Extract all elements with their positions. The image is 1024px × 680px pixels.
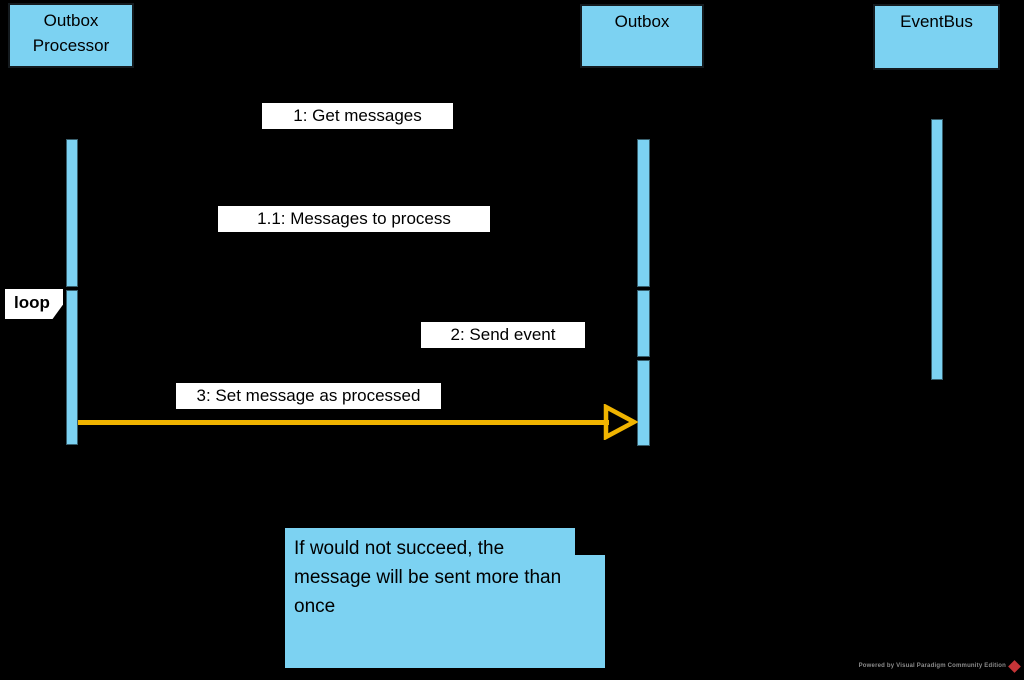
participant-label: Outbox Processor — [32, 11, 110, 55]
note-text: If would not succeed, the message will b… — [294, 538, 562, 617]
watermark: Powered by Visual Paradigm Community Edi… — [859, 658, 1022, 674]
participant-label: EventBus — [900, 12, 973, 31]
message-3-open-arrowhead-icon — [603, 404, 638, 440]
watermark-text: Powered by Visual Paradigm Community Edi… — [858, 663, 1006, 669]
note: If would not succeed, the message will b… — [285, 528, 605, 668]
message-label-1: 1: Get messages — [262, 103, 453, 129]
activation-bar-outbox-processor-segment-2 — [66, 290, 78, 445]
participant-box-outbox-processor: Outbox Processor — [8, 3, 134, 68]
participant-box-outbox: Outbox — [580, 4, 704, 68]
message-label-3: 3: Set message as processed — [176, 383, 441, 409]
visual-paradigm-logo-icon — [1008, 659, 1021, 673]
activation-bar-outbox-segment-2 — [637, 290, 650, 357]
activation-bar-outbox-processor-segment-1 — [66, 139, 78, 287]
activation-bar-eventbus — [931, 119, 943, 380]
activation-bar-outbox-segment-3 — [637, 360, 650, 446]
participant-box-eventbus: EventBus — [873, 4, 1000, 70]
participant-label: Outbox — [614, 12, 670, 31]
message-label-1-1: 1.1: Messages to process — [218, 206, 490, 232]
activation-bar-outbox-segment-1 — [637, 139, 650, 287]
loop-fragment-text: loop — [14, 293, 50, 312]
message-label-2: 2: Send event — [421, 322, 585, 348]
loop-fragment-label: loop — [5, 289, 63, 319]
message-3-arrow-line — [78, 420, 609, 425]
